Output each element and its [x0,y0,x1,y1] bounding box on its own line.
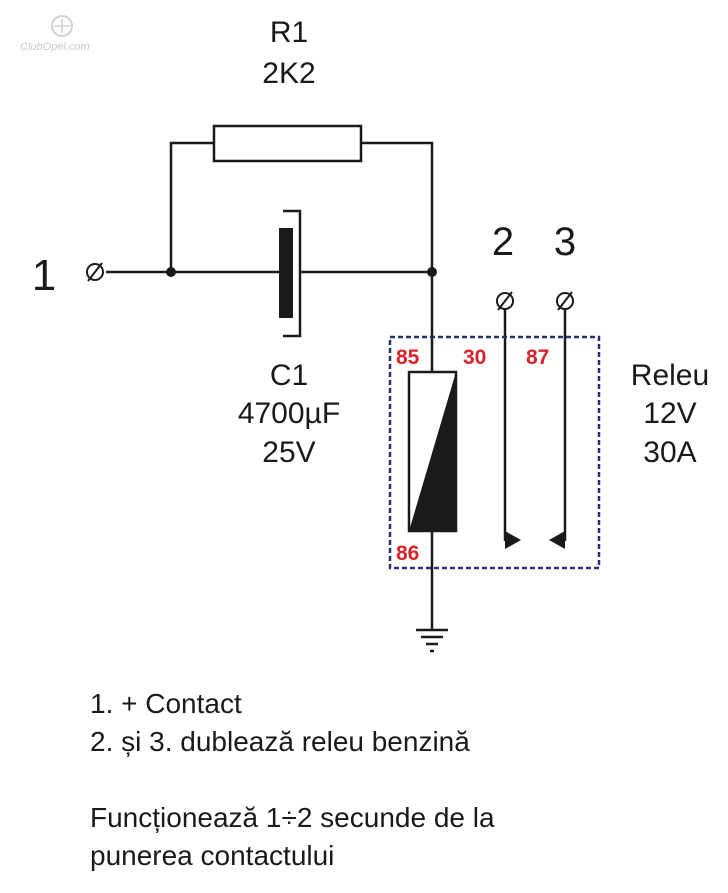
c1-voltage: 25V [262,436,315,469]
watermark-text: ClubOpel.com [20,41,90,53]
relay-title: Releu [631,359,709,392]
c1-name: C1 [270,359,308,392]
terminal-2-label: 2 [492,220,514,264]
wire-r1-left [169,141,214,272]
ground-icon [416,628,448,653]
junction-dot [427,267,437,277]
note-line-4: punerea contactului [90,840,335,871]
wire-r1-right [361,141,434,372]
relay-box [388,335,601,570]
pin-86-label: 86 [396,542,419,565]
notes-block: 1. + Contact 2. și 3. dublează releu ben… [90,685,710,875]
r1-value: 2K2 [262,57,315,90]
resistor-r1 [212,124,363,163]
pin-87-label: 87 [526,346,549,369]
relay-voltage: 12V [643,397,696,430]
note-line-1: 1. + Contact [90,688,242,719]
terminal-3-label: 3 [554,220,576,264]
note-line-3: Funcționează 1÷2 secunde de la [90,802,495,833]
r1-name: R1 [270,16,308,49]
contact-30-arrow-icon [505,531,521,549]
pin-30-label: 30 [463,346,486,369]
terminal-3-icon [556,291,574,311]
notes-spacer [90,761,710,799]
terminal-1-label: 1 [32,251,56,300]
contact-87-arrow-icon [549,531,565,549]
junction-dot [166,267,176,277]
terminal-2-icon [496,291,514,311]
terminal-1-icon [86,262,104,282]
capacitor-plate-negative [283,209,302,338]
circuit-diagram: ClubOpel.com R1 2K2 C1 4700µF 25V 1 2 3 [20,15,709,653]
relay-coil [407,370,458,533]
pin-85-label: 85 [396,346,420,369]
capacitor-c1 [279,209,302,338]
c1-capacitance: 4700µF [238,397,340,430]
capacitor-plate-positive [279,228,293,318]
note-line-2: 2. și 3. dublează releu benzină [90,726,470,757]
wires [106,141,567,630]
clubopel-logo: ClubOpel.com [20,15,90,53]
relay-current: 30A [643,436,696,469]
